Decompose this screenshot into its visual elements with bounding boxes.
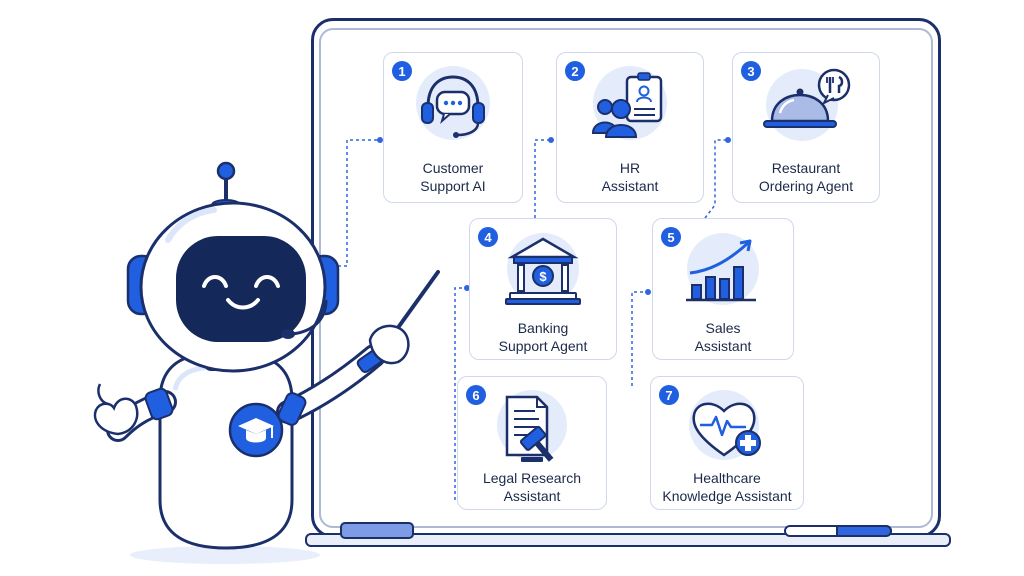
agent-card-hr-assistant[interactable]: 2 HR Assistant <box>556 52 704 203</box>
card-title-line2: Support Agent <box>498 338 588 354</box>
agent-card-legal-research[interactable]: 6 Legal Research Assistant <box>457 376 607 510</box>
card-number-badge: 7 <box>659 385 679 405</box>
card-number-badge: 3 <box>741 61 761 81</box>
card-title-line1: Healthcare <box>693 470 761 486</box>
marker-cap <box>836 525 892 537</box>
card-title-line2: Support AI <box>420 178 486 194</box>
card-number-badge: 2 <box>565 61 585 81</box>
agent-card-sales-assistant[interactable]: 5 Sales Assistant <box>652 218 794 360</box>
people-id-card-icon <box>591 66 667 140</box>
card-number-badge: 1 <box>392 61 412 81</box>
agent-card-customer-support[interactable]: 1 Customer Support AI <box>383 52 523 203</box>
card-title-line1: Restaurant <box>771 160 841 176</box>
eraser <box>340 522 414 539</box>
heart-health-icon <box>689 390 761 460</box>
card-title-line2: Ordering Agent <box>758 178 854 194</box>
headset-chat-icon <box>416 66 490 140</box>
card-title-line2: Assistant <box>694 338 752 354</box>
svg-text:$: $ <box>539 269 547 284</box>
bank-building-icon: $ <box>505 233 581 305</box>
gavel-document-icon <box>497 390 567 462</box>
card-title-line2: Knowledge Assistant <box>662 488 792 504</box>
agent-card-healthcare-knowledge[interactable]: 7 Healthcare Knowledge Assistant <box>650 376 804 510</box>
card-number-badge: 6 <box>466 385 486 405</box>
card-number-badge: 4 <box>478 227 498 247</box>
food-cloche-icon <box>763 68 851 141</box>
card-title-line2: Assistant <box>601 178 659 194</box>
agent-card-banking-support[interactable]: 4 $ Banking Support Agent <box>469 218 617 360</box>
card-title-line1: Banking <box>517 320 569 336</box>
card-title-line1: Legal Research <box>482 470 582 486</box>
card-title-line1: Customer <box>422 160 484 176</box>
card-title-line1: Sales <box>705 320 741 336</box>
growth-chart-icon <box>686 233 759 305</box>
agent-card-restaurant-ordering[interactable]: 3 Restaurant Ordering Agent <box>732 52 880 203</box>
card-number-badge: 5 <box>661 227 681 247</box>
card-title-line1: HR <box>619 160 641 176</box>
card-title-line2: Assistant <box>503 488 561 504</box>
